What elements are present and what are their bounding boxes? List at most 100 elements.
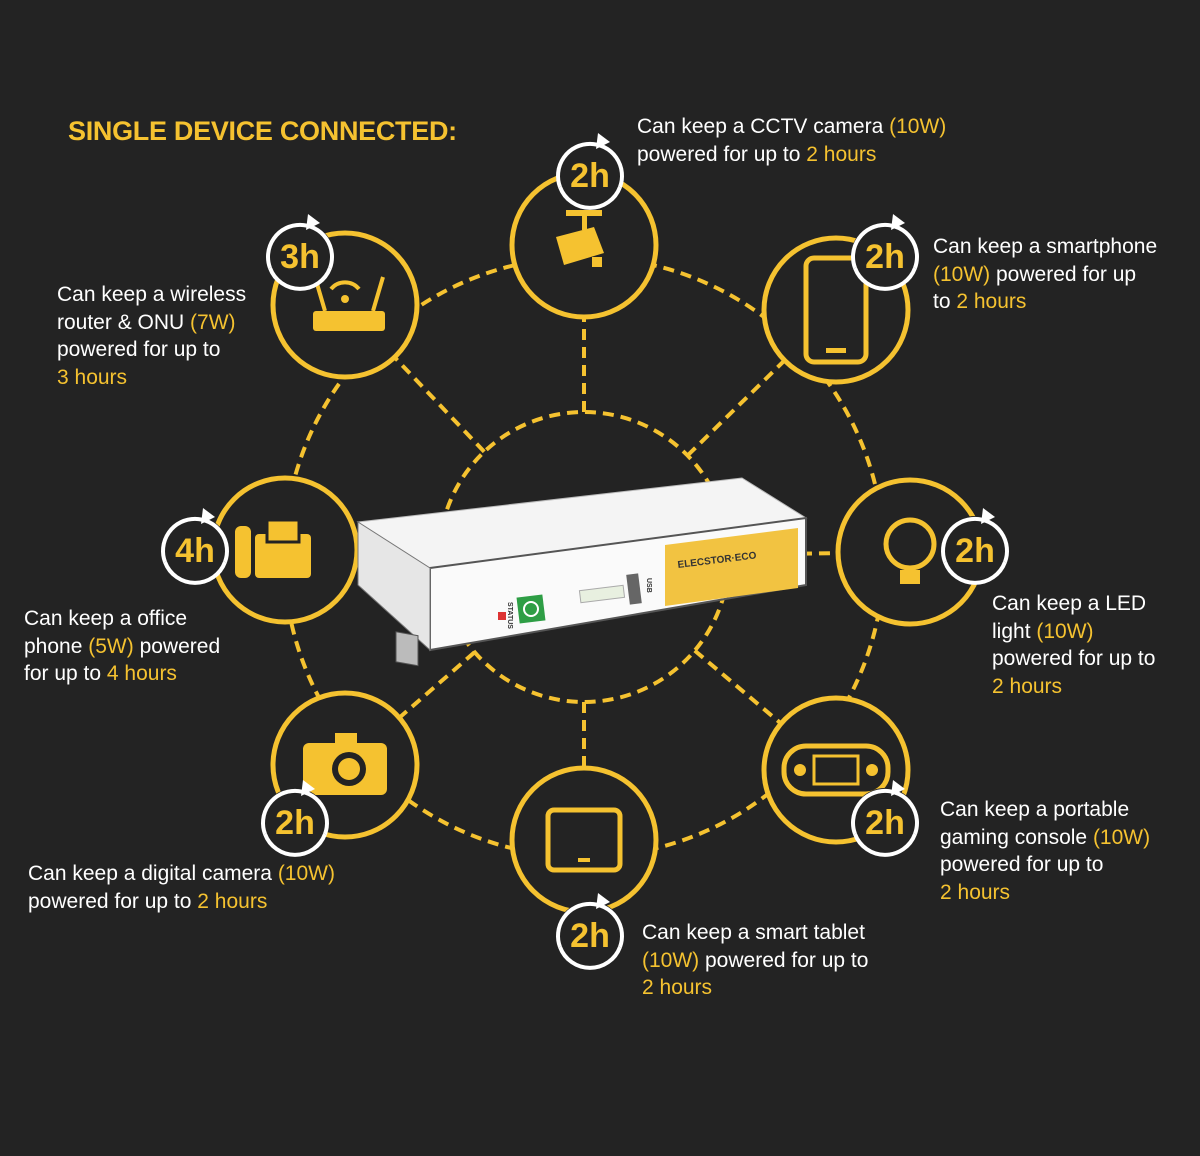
runtime-badge-label: 4h	[175, 532, 215, 570]
runtime-badge: 3h	[266, 214, 334, 291]
description-line: gaming console (10W)	[940, 824, 1150, 852]
cctv-camera-icon	[556, 210, 604, 267]
description-line: powered for up to	[57, 336, 246, 364]
runtime-badge-label: 3h	[280, 238, 320, 276]
runtime-badge: 2h	[556, 893, 624, 970]
highlight-text: 3 hours	[57, 365, 128, 389]
status-label: STATUS	[506, 602, 513, 629]
description-line: Can keep a wireless	[57, 281, 246, 309]
text-segment: powered for up to	[940, 853, 1104, 876]
text-segment: powered for up to	[57, 338, 221, 361]
runtime-badge: 2h	[941, 508, 1009, 585]
runtime-badge: 2h	[851, 780, 919, 857]
text-segment: powered for up to	[992, 647, 1156, 670]
highlight-text: (7W)	[190, 310, 236, 334]
highlight-text: 2 hours	[642, 976, 713, 999]
description-line: Can keep a smart tablet	[642, 919, 868, 947]
description-line: Can keep a LED	[992, 590, 1155, 618]
highlight-text: (10W)	[1092, 825, 1151, 849]
highlight-text: (10W)	[933, 262, 991, 286]
highlight-text: (10W)	[1036, 619, 1094, 643]
description-line: light (10W)	[992, 618, 1155, 646]
device-node-tablet: 2h	[509, 765, 659, 970]
usb-port-label: USB	[645, 578, 652, 593]
text-segment: powered for up to	[699, 948, 869, 972]
runtime-badge-label: 2h	[865, 804, 905, 842]
description-tablet: Can keep a smart tablet (10W) powered for…	[642, 919, 868, 1002]
highlight-text: 2 hours	[992, 674, 1063, 698]
ups-device-image: ELECSTOR·ECO STATUS USB	[356, 477, 808, 667]
description-smartphone: Can keep a smartphone (10W) powered for u…	[933, 233, 1157, 316]
text-segment: phone	[24, 634, 89, 658]
text-segment: Can keep a smart tablet	[642, 921, 865, 944]
text-segment: gaming console	[940, 825, 1093, 849]
light-bulb-icon	[883, 517, 937, 584]
highlight-text: (10W)	[889, 115, 947, 138]
highlight-text: 2 hours	[197, 889, 268, 913]
description-router: Can keep a wireless router & ONU (7W) powe…	[57, 281, 246, 391]
description-line: 3 hours	[57, 364, 246, 392]
smartphone-icon	[803, 255, 869, 365]
device-node-router: 3h	[266, 214, 420, 380]
description-line: (10W) powered for up to	[642, 947, 868, 975]
device-node-smartphone: 2h	[761, 214, 919, 385]
clock-arrow-icon	[261, 788, 329, 835]
runtime-badge-label: 2h	[275, 804, 315, 842]
tablet-icon	[545, 807, 623, 873]
device-node-office-phone: 4h	[161, 475, 360, 625]
description-line: powered for up to 2 hours	[28, 888, 335, 916]
text-segment: to	[933, 290, 957, 313]
runtime-badge: 4h	[161, 508, 229, 585]
text-segment: Can keep a LED	[992, 592, 1147, 615]
text-segment: powered for up to	[637, 142, 807, 166]
runtime-badge-label: 2h	[955, 532, 995, 570]
text-segment: powered for up to	[28, 889, 198, 913]
text-segment: powered	[133, 634, 221, 658]
text-segment: Can keep a portable	[940, 798, 1130, 821]
description-camera: Can keep a digital camera (10W)powered f…	[28, 860, 335, 915]
description-line: powered for up to 2 hours	[637, 141, 946, 169]
text-segment: Can keep a smartphone	[933, 235, 1158, 258]
text-segment: Can keep a wireless	[57, 283, 247, 306]
digital-camera-icon	[303, 733, 387, 795]
runtime-badge: 2h	[261, 780, 329, 857]
highlight-text: 4 hours	[106, 662, 177, 685]
device-node-led: 2h	[835, 477, 1009, 627]
description-line: Can keep a office	[24, 605, 220, 633]
text-segment: router & ONU	[57, 310, 191, 334]
device-node-camera: 2h	[261, 690, 420, 857]
runtime-badge: 2h	[556, 133, 624, 210]
clock-arrow-icon	[556, 901, 624, 948]
runtime-badge-label: 2h	[570, 157, 610, 195]
description-line: 2 hours	[992, 673, 1155, 701]
game-console-icon	[781, 743, 891, 797]
page-title: SINGLE DEVICE CONNECTED:	[68, 116, 457, 146]
runtime-badge-label: 2h	[570, 917, 610, 955]
description-line: 2 hours	[940, 879, 1150, 907]
description-line: powered for up to	[940, 851, 1150, 879]
description-line: 2 hours	[642, 974, 868, 1002]
highlight-text: 2 hours	[806, 142, 877, 166]
description-line: (10W) powered for up	[933, 261, 1157, 289]
clock-arrow-icon	[851, 788, 919, 835]
description-line: Can keep a portable	[940, 796, 1150, 824]
text-segment: Can keep a CCTV camera	[637, 115, 890, 138]
clock-arrow-icon	[161, 516, 229, 563]
office-phone-icon	[235, 518, 311, 578]
text-segment: powered for up	[990, 262, 1137, 286]
highlight-text: 2 hours	[956, 290, 1027, 313]
description-line: phone (5W) powered	[24, 633, 220, 661]
description-line: Can keep a digital camera (10W)	[28, 860, 335, 888]
clock-arrow-icon	[556, 141, 624, 188]
clock-arrow-icon	[941, 516, 1009, 563]
runtime-badge: 2h	[851, 214, 919, 291]
description-line: for up to 4 hours	[24, 660, 220, 688]
highlight-text: (5W)	[88, 634, 134, 658]
text-segment: light	[992, 619, 1037, 643]
clock-arrow-icon	[851, 222, 919, 269]
highlight-text: 2 hours	[940, 880, 1011, 904]
description-line: Can keep a CCTV camera (10W)	[637, 113, 946, 141]
description-line: Can keep a smartphone	[933, 233, 1157, 261]
